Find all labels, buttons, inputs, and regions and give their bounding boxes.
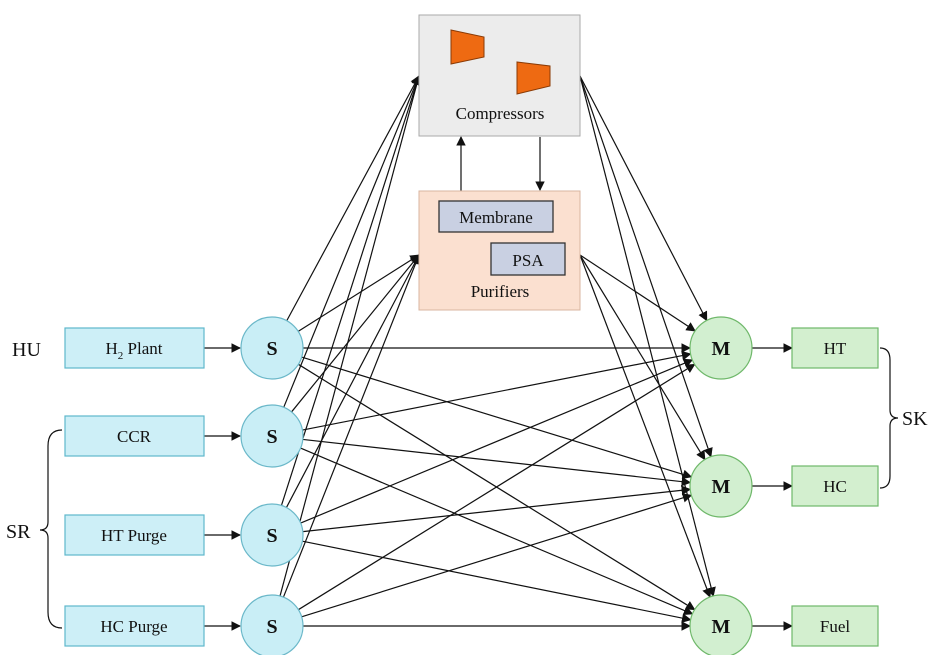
group-label-hu: HU — [12, 339, 41, 361]
compressors-label: Compressors — [456, 104, 545, 123]
source-label: HT Purge — [101, 526, 167, 545]
mixer-label: M — [712, 616, 731, 638]
source-hc-purge: HC Purge — [64, 605, 205, 647]
compressor-icon — [450, 29, 485, 65]
splitter-label: S — [266, 616, 277, 638]
splitter-to-mixer-arrow — [301, 356, 693, 479]
splitter-circle — [240, 404, 304, 468]
purifiers-block: Membrane PSA Purifiers — [418, 190, 581, 311]
group-label-sr: SR — [6, 521, 31, 543]
splitter-to-mixer-arrow — [302, 540, 692, 623]
source-ccr: CCR — [64, 415, 205, 457]
splitter-label: S — [266, 426, 277, 448]
splitter-to-mixer-arrow — [300, 447, 694, 615]
mixer-label: M — [712, 338, 731, 360]
splitter-circle — [240, 594, 304, 655]
psa-unit — [490, 242, 566, 276]
splitter-to-compressor-arrow — [279, 75, 422, 597]
sink-box — [791, 327, 879, 369]
mixer-label: M — [712, 476, 731, 498]
splitter-to-mixer-arrow — [301, 493, 693, 618]
splitter-to-mixer-arrow — [302, 438, 692, 487]
sink-label: Fuel — [820, 617, 851, 636]
purifier-to-mixer-arrow — [579, 254, 706, 461]
splitter-node: S — [240, 503, 304, 567]
source-box — [64, 605, 205, 647]
compressors-box — [418, 14, 581, 137]
membrane-unit — [438, 200, 554, 233]
splitter-circle — [240, 316, 304, 380]
mixer-node: M — [689, 594, 753, 655]
splitter-to-mixer-arrow — [298, 363, 696, 611]
sink-label: HC — [823, 477, 847, 496]
sink-ht: HT — [791, 327, 879, 369]
source-h2-plant: H2 Plant — [64, 327, 205, 369]
source-box — [64, 415, 205, 457]
splitter-to-purifier-arrow — [297, 254, 420, 332]
mixer-circle — [689, 454, 753, 518]
splitter-to-mixer-arrow — [302, 350, 692, 431]
splitter-to-compressor-arrow — [280, 75, 421, 506]
compressor-to-mixer-arrow — [579, 75, 713, 458]
psa-label: PSA — [512, 251, 544, 270]
purifier-to-mixer-arrow — [579, 254, 696, 332]
sink-hc: HC — [791, 465, 879, 507]
splitter-to-purifier-arrow — [285, 254, 420, 508]
sink-fuel: Fuel — [791, 605, 879, 647]
sink-box — [791, 465, 879, 507]
compressor-to-mixer-arrow — [579, 75, 716, 597]
splitter-to-purifier-arrow — [291, 254, 420, 413]
sk-brace — [879, 347, 899, 489]
splitter-to-purifier-arrow — [282, 254, 421, 598]
sr-brace — [39, 429, 63, 629]
purifiers-label: Purifiers — [471, 282, 530, 301]
source-ht-purge: HT Purge — [64, 514, 205, 556]
source-label: H2 Plant — [106, 339, 163, 362]
splitter-circle — [240, 503, 304, 567]
compressors-block: Compressors — [418, 14, 581, 137]
source-box — [64, 327, 205, 369]
compressor-to-mixer-arrow — [579, 75, 708, 322]
splitter-to-compressor-arrow — [286, 75, 420, 322]
stream-connections — [204, 75, 793, 631]
splitter-label: S — [266, 338, 277, 360]
splitter-node: S — [240, 404, 304, 468]
splitter-node: S — [240, 594, 304, 655]
mixer-node: M — [689, 316, 753, 380]
splitter-to-compressor-arrow — [283, 75, 421, 408]
purifier-to-mixer-arrow — [579, 254, 712, 598]
source-label: CCR — [117, 427, 152, 446]
splitter-to-mixer-arrow — [300, 358, 694, 524]
source-box — [64, 514, 205, 556]
splitter-to-mixer-arrow — [302, 485, 692, 533]
compressor-icon — [516, 61, 551, 95]
group-label-sk: SK — [902, 408, 928, 430]
splitter-label: S — [266, 525, 277, 547]
sink-box — [791, 605, 879, 647]
source-label: HC Purge — [100, 617, 167, 636]
mixer-circle — [689, 316, 753, 380]
membrane-label: Membrane — [459, 208, 533, 227]
mixer-node: M — [689, 454, 753, 518]
mixer-circle — [689, 594, 753, 655]
sink-label: HT — [824, 339, 847, 358]
splitter-node: S — [240, 316, 304, 380]
